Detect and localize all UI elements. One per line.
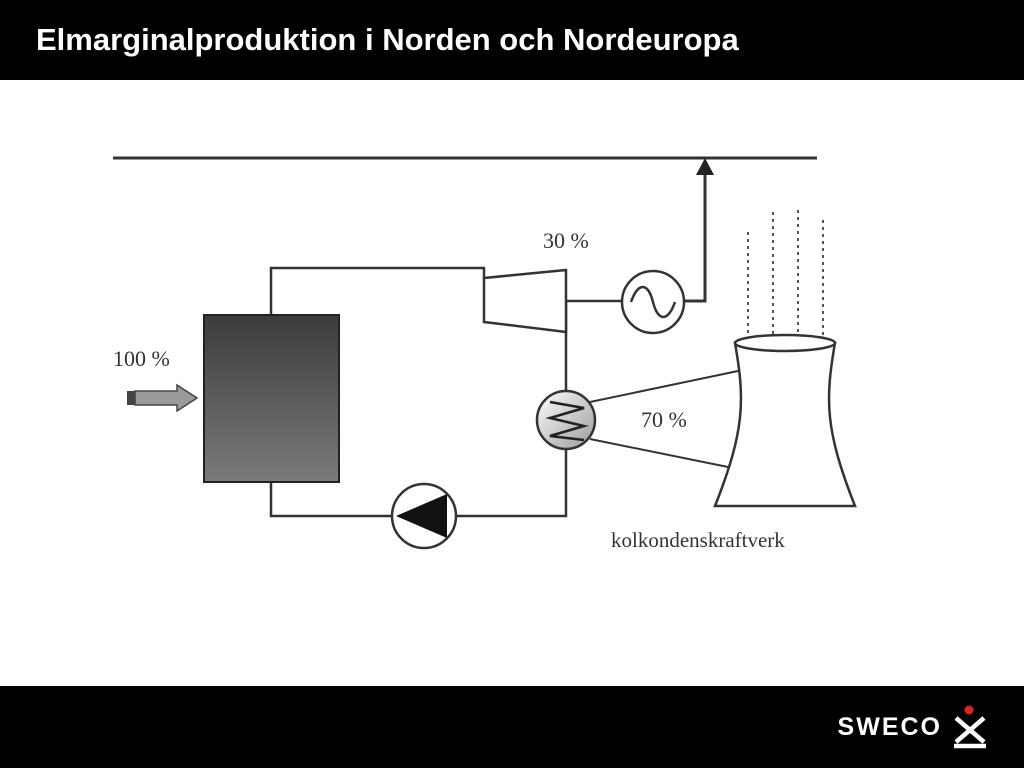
slide-title: Elmarginalproduktion i Norden och Nordeu… [36, 22, 739, 57]
pump-return-line [269, 482, 392, 518]
steam-plume-icon [747, 210, 824, 335]
logo-text: SWECO [837, 712, 942, 741]
cooling-tower-rim [733, 333, 837, 353]
condenser-coil-icon [545, 400, 589, 442]
input-arrow-tail [127, 391, 135, 405]
input-percent-label: 100 % [113, 346, 170, 371]
generator-percent-label: 30 % [543, 228, 589, 253]
sine-wave-icon [629, 285, 677, 319]
cooling-percent-label: 70 % [641, 407, 687, 432]
boiler-block [203, 314, 340, 483]
turbine-icon [482, 268, 568, 334]
condenser-return-line [457, 448, 568, 518]
input-arrow-icon [134, 383, 199, 413]
sweco-logo-icon [954, 705, 986, 749]
pump-arrow-icon [396, 494, 447, 538]
grid-arrow-icon [696, 158, 714, 175]
title-bar: Elmarginalproduktion i Norden och Nordeu… [0, 0, 1024, 80]
cooling-flow-upper [589, 370, 739, 403]
sweco-logo: SWECO [838, 704, 990, 750]
cooling-tower-icon [713, 341, 857, 508]
power-plant-diagram: 100 % 30 % 70 % kolkondenskraftverk [113, 156, 857, 552]
steam-line-top [269, 266, 486, 315]
footer-bar: SWECO [0, 686, 1024, 768]
cooling-flow-lower [589, 438, 729, 468]
condenser-icon [535, 389, 597, 451]
plant-type-label: kolkondenskraftverk [611, 528, 785, 552]
grid-feed-line [684, 172, 707, 303]
